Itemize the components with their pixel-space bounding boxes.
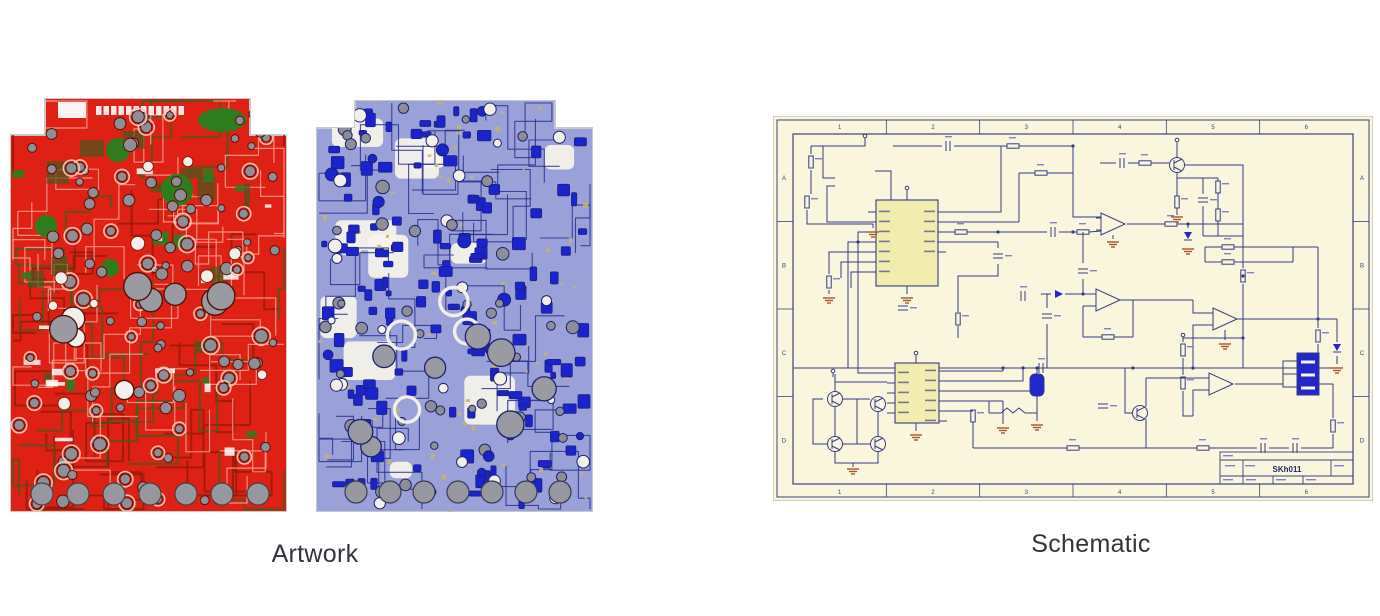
svg-text:C: C xyxy=(782,351,787,357)
svg-text:B: B xyxy=(782,263,786,269)
artwork-caption: Artwork xyxy=(271,540,359,568)
svg-text:1: 1 xyxy=(838,490,842,496)
svg-text:2: 2 xyxy=(931,490,935,496)
svg-text:5: 5 xyxy=(1211,490,1215,496)
svg-text:5: 5 xyxy=(1211,125,1215,131)
svg-text:6: 6 xyxy=(1305,125,1309,131)
schematic-title: SKh011 xyxy=(1273,465,1302,474)
svg-text:6: 6 xyxy=(1305,490,1309,496)
svg-text:A: A xyxy=(782,176,786,182)
svg-text:3: 3 xyxy=(1025,490,1029,496)
svg-text:4: 4 xyxy=(1118,125,1122,131)
svg-text:C: C xyxy=(1360,351,1365,357)
pcb-artwork-bottom-layer xyxy=(316,100,593,512)
svg-text:3: 3 xyxy=(1025,125,1029,131)
svg-text:D: D xyxy=(1360,438,1365,444)
svg-text:4: 4 xyxy=(1118,490,1122,496)
pcb-artwork-top-layer xyxy=(10,98,287,512)
svg-text:A: A xyxy=(1360,176,1364,182)
svg-text:2: 2 xyxy=(931,125,935,131)
svg-text:D: D xyxy=(782,438,787,444)
schematic-caption: Schematic xyxy=(1031,530,1151,558)
svg-text:1: 1 xyxy=(838,125,842,131)
svg-text:B: B xyxy=(1360,263,1364,269)
